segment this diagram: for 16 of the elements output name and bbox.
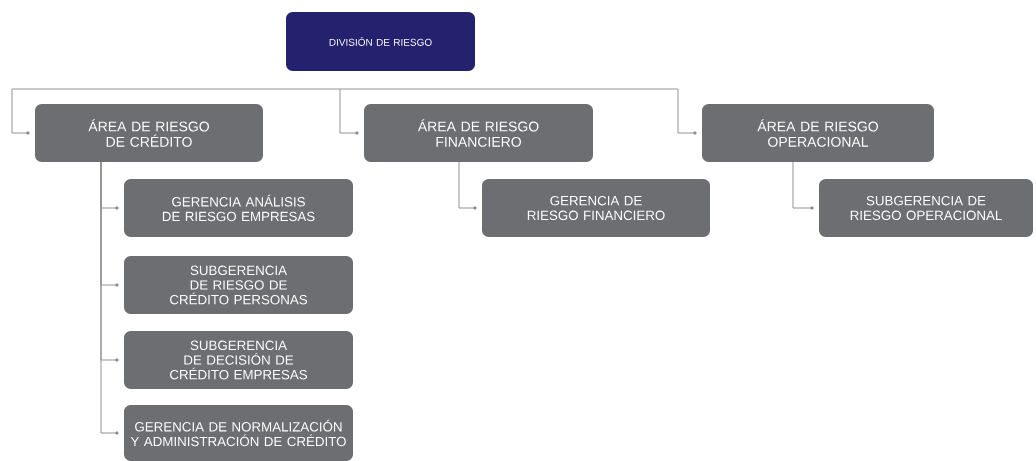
connector	[100, 161, 119, 435]
org-box: SUBGERENCIA DE DECISIÓN DE CRÉDITO EMPRESAS	[124, 331, 353, 389]
org-box: ÁREA DE RIESGO FINANCIERO	[364, 104, 593, 162]
connector	[792, 161, 814, 210]
org-box: GERENCIA ANÁLISIS DE RIESGO EMPRESAS	[124, 179, 353, 237]
org-box: GERENCIA DE RIESGO FINANCIERO	[482, 179, 710, 237]
org-box: ÁREA DE RIESGO OPERACIONAL	[702, 104, 934, 162]
connector	[339, 88, 359, 135]
org-box: SUBGERENCIA DE RIESGO OPERACIONAL	[819, 179, 1033, 237]
org-box: DIVISIÓN DE RIESGO	[286, 12, 475, 71]
connector	[11, 88, 341, 135]
connector	[339, 88, 697, 135]
org-box: SUBGERENCIA DE RIESGO DE CRÉDITO PERSONAS	[124, 256, 353, 314]
connector	[458, 161, 477, 210]
org-box: GERENCIA DE NORMALIZACIÓN Y ADMINISTRACIÓN DE CRÉDITO	[124, 405, 353, 461]
org-box: ÁREA DE RIESGO DE CRÉDITO	[35, 104, 263, 162]
